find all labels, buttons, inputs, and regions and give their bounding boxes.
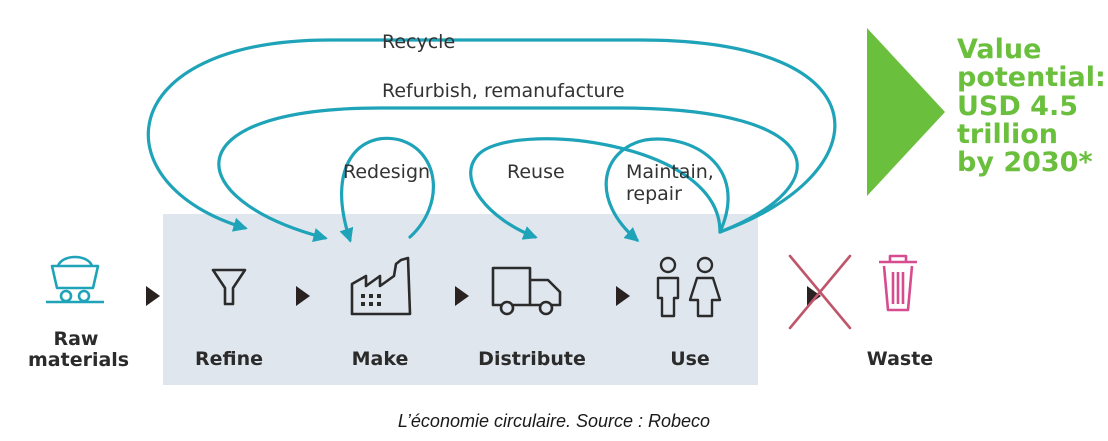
- maintain-label: Maintain, repair: [626, 161, 714, 206]
- maintain-label-line: Maintain,: [626, 161, 714, 183]
- trash-bin-icon: [879, 254, 917, 312]
- value-potential-arrow: [867, 28, 945, 196]
- stage-use: Use: [670, 348, 710, 370]
- cross-icon: [788, 254, 852, 330]
- figure-caption: L’économie circulaire. Source : Robeco: [397, 411, 711, 431]
- funnel-icon: [211, 268, 247, 306]
- flow-arrow: [616, 286, 630, 306]
- reuse-label: Reuse: [507, 161, 565, 183]
- flow-arrow: [807, 286, 821, 306]
- flow-arrow: [455, 286, 469, 306]
- stage-raw-materials-line: materials: [28, 348, 130, 371]
- redesign-loop: [339, 136, 435, 243]
- value-potential-line: potential:: [957, 62, 1106, 94]
- reuse-loop: [469, 137, 722, 240]
- value-potential-line: Value: [957, 34, 1042, 65]
- value-potential-text: Value potential: USD 4.5 trillion by 203…: [957, 34, 1106, 179]
- mine-cart-icon: [46, 255, 104, 304]
- stage-refine: Refine: [194, 348, 263, 370]
- stage-raw-materials-line: Raw: [53, 328, 99, 350]
- recycle-loop: [146, 38, 837, 234]
- redesign-label: Redesign: [343, 161, 431, 183]
- value-potential-line: USD 4.5: [957, 90, 1079, 122]
- stage-raw-materials: Raw materials: [28, 328, 130, 371]
- value-potential-line: trillion: [957, 119, 1059, 151]
- maintain-loop: [604, 137, 730, 242]
- truck-icon: [491, 266, 562, 316]
- stage-distribute: Distribute: [478, 348, 586, 370]
- value-potential-line: by 2030*: [957, 147, 1093, 179]
- recycle-label: Recycle: [382, 31, 456, 53]
- refurbish-label: Refurbish, remanufacture: [382, 80, 625, 102]
- refurbish-loop: [217, 106, 799, 243]
- factory-icon: [350, 256, 412, 316]
- maintain-label-line: repair: [626, 182, 682, 205]
- flow-arrow: [296, 286, 310, 306]
- stage-make: Make: [351, 348, 409, 370]
- flow-arrow: [146, 286, 160, 306]
- people-icon: [656, 256, 722, 318]
- stage-waste: Waste: [866, 348, 934, 370]
